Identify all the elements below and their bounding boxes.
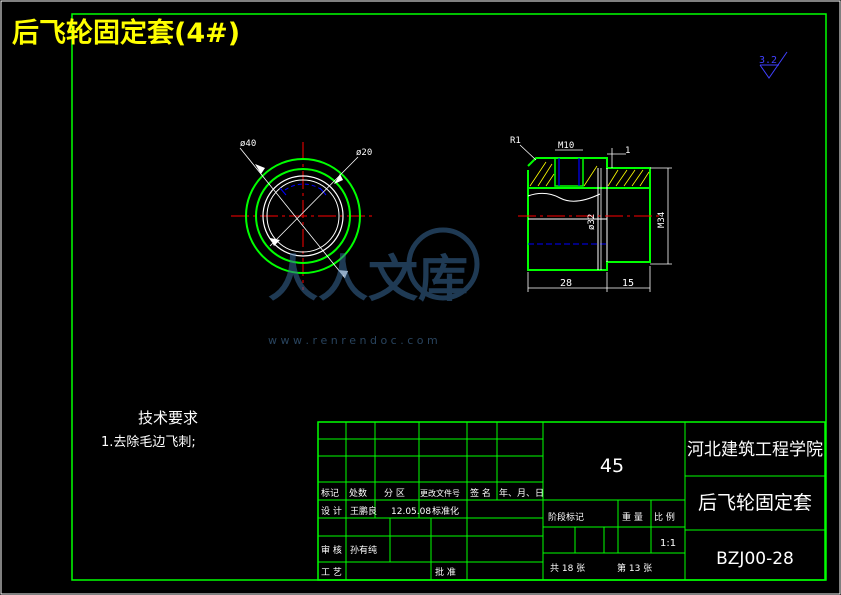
chamfer-circle bbox=[255, 168, 351, 264]
dim-radius: R1 bbox=[510, 136, 521, 146]
watermark-logo-text: 人人文库 bbox=[268, 249, 468, 308]
tech-req-line1: 1.去除毛边飞刺; bbox=[101, 435, 196, 450]
tb-material: 45 bbox=[600, 455, 624, 477]
tb-designer: 王鹏良 bbox=[350, 505, 377, 517]
surface-finish-value: 3.2 bbox=[759, 55, 777, 66]
section-hatch bbox=[529, 161, 650, 187]
tb-scale: 1:1 bbox=[660, 538, 676, 549]
tb-process-label: 工 艺 bbox=[321, 567, 342, 578]
tb-sheets-total: 共 18 张 bbox=[550, 563, 585, 574]
tb-label-signature: 签 名 bbox=[470, 487, 491, 499]
tb-label-count: 处数 bbox=[349, 487, 367, 499]
watermark-url: w w w . r e n r e n d o c . c o m bbox=[268, 334, 438, 347]
dim-len-28: 28 bbox=[560, 278, 572, 289]
tb-drawing-no: BZJ00-28 bbox=[716, 549, 794, 569]
tb-review-label: 审 核 bbox=[321, 544, 342, 556]
watermark: 人人文库 w w w . r e n r e n d o c . c o m bbox=[268, 227, 480, 347]
dim-dia-20: ø20 bbox=[356, 148, 372, 158]
tb-school: 河北建筑工程学院 bbox=[687, 440, 823, 460]
tb-sheet-no: 第 13 张 bbox=[617, 562, 652, 574]
title-block: 45 河北建筑工程学院 后飞轮固定套 BZJ00-28 标记 处数 分 区 更改… bbox=[317, 421, 826, 581]
dim-leader-40 bbox=[239, 147, 346, 279]
dim-leader-20 bbox=[269, 156, 359, 247]
dim-bore-32: ø32 bbox=[587, 214, 597, 230]
dim-m34: M34 bbox=[657, 212, 667, 228]
section-view: 1 M10 R1 ø32 M34 28 15 bbox=[510, 136, 672, 292]
thread-circle bbox=[262, 175, 344, 257]
dim-thread-m10: M10 bbox=[558, 141, 574, 151]
dim-chamfer: 1 bbox=[625, 146, 630, 156]
outer-circle bbox=[245, 158, 361, 274]
tb-label-mark: 标记 bbox=[321, 487, 339, 499]
front-view: ø40 ø20 bbox=[231, 139, 376, 290]
tech-req-heading: 技术要求 bbox=[138, 409, 198, 427]
tb-approve-label: 批 准 bbox=[435, 566, 456, 578]
tb-label-date: 年、月、日 bbox=[499, 487, 544, 499]
tb-date: 12.05.08 bbox=[391, 507, 431, 517]
dim-dia-40: ø40 bbox=[240, 139, 256, 149]
tb-reviewer: 孙有纯 bbox=[350, 544, 377, 556]
bore-circle bbox=[266, 179, 340, 253]
dim-len-15: 15 bbox=[622, 278, 634, 289]
tb-part-name: 后飞轮固定套 bbox=[698, 492, 812, 514]
thread-hole bbox=[554, 157, 584, 187]
tb-label-zone: 分 区 bbox=[384, 488, 405, 499]
tb-label-change-doc: 更改文件号 bbox=[420, 488, 460, 498]
tb-ratio-label: 比 例 bbox=[654, 511, 675, 523]
tb-stage-label: 阶段标记 bbox=[548, 511, 584, 523]
tb-std-label: 标准化 bbox=[432, 505, 459, 517]
drawing-title: 后飞轮固定套(4#) bbox=[12, 17, 240, 49]
hidden-arc bbox=[284, 183, 323, 191]
surface-finish-symbol: 3.2 bbox=[759, 51, 788, 79]
tb-design-label: 设 计 bbox=[321, 505, 342, 517]
tb-weight-label: 重 量 bbox=[622, 511, 643, 523]
